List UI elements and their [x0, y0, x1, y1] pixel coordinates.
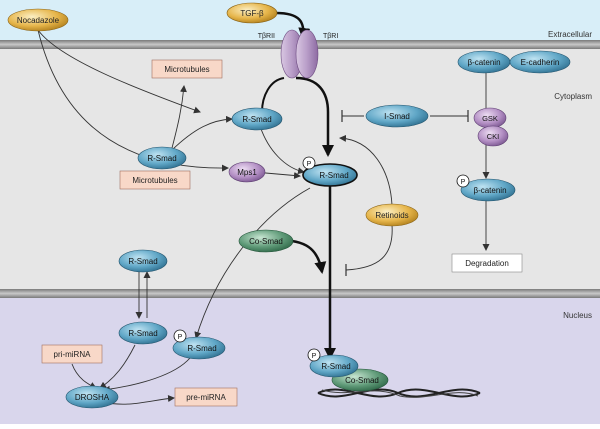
region-label-nucleus: Nucleus — [563, 311, 592, 320]
retinoids-node — [365, 203, 419, 227]
ismad-node — [365, 104, 429, 128]
microtubules-bottom-label: Microtubules — [132, 176, 177, 185]
edge-nocadazole-mps1 — [37, 29, 229, 172]
edge-retinoids-main — [339, 134, 393, 206]
beta-catenin-phospho-node — [460, 178, 516, 202]
rsmad-phospho-main-label: R-Smad — [319, 171, 348, 180]
rsmad-nuc-left-label: R-Smad — [128, 329, 157, 338]
pre-mirna-label: pre-miRNA — [186, 393, 226, 402]
rsmad-left-label: R-Smad — [147, 154, 176, 163]
tgfb-label: TGF-β — [240, 9, 264, 18]
rsmad-cyto-low-node — [118, 249, 168, 273]
degradation-box — [451, 253, 523, 273]
rsmad-left-node — [137, 146, 187, 170]
rsmad-dna-node — [309, 354, 359, 378]
receptor-tbri — [295, 29, 319, 79]
edge-rsmad-upper-phospho — [259, 125, 305, 175]
pre-mirna-box — [174, 387, 238, 407]
phospho-badge-nuclear-label: P — [178, 334, 183, 341]
rsmad-nuc-phospho-label: R-Smad — [187, 344, 216, 353]
drosha-label: DROSHA — [75, 393, 110, 402]
rsmad-upper-label: R-Smad — [242, 115, 271, 124]
phospho-badge-main — [302, 156, 316, 170]
pri-mirna-box — [41, 344, 103, 364]
cosmad-label: Co-Smad — [249, 237, 283, 246]
tgfb-node — [226, 2, 278, 24]
edge-retinoids-inhibit — [345, 224, 393, 271]
cosmad-dna-label: Co-Smad — [345, 376, 379, 385]
microtubules-top-box — [151, 59, 223, 79]
ismad-label: I-Smad — [384, 112, 410, 121]
beta-catenin-label: β-catenin — [467, 58, 500, 67]
phospho-badge-bcatenin — [456, 174, 470, 188]
phospho-badge-nuclear — [173, 329, 187, 343]
degradation-label: Degradation — [465, 259, 509, 268]
rsmad-nuc-left-node — [118, 321, 168, 345]
edge-nocadazole-rsmad-left — [37, 29, 201, 114]
rsmad-nuc-phospho-node — [172, 336, 226, 360]
phospho-badge-bcatenin-label: P — [461, 179, 466, 186]
receptor-label-tbri: TβRI — [323, 33, 338, 40]
nuclear-envelope — [0, 289, 600, 298]
rsmad-upper-node — [231, 107, 283, 131]
drosha-node — [65, 385, 119, 409]
rsmad-cyto-low-label: R-Smad — [128, 257, 157, 266]
cosmad-node — [238, 229, 294, 253]
rsmad-dna-label: R-Smad — [321, 362, 350, 371]
cki-node — [477, 125, 509, 147]
region-label-extracellular: Extracellular — [548, 30, 592, 39]
nocadazole-label: Nocadazole — [17, 16, 60, 25]
microtubules-top-label: Microtubules — [164, 65, 209, 74]
dna-strand-b — [317, 388, 481, 398]
e-cadherin-node — [509, 50, 571, 74]
edge-rsmad-microtubules — [171, 85, 187, 149]
phospho-badge-dna — [307, 348, 321, 362]
edge-rsmad-left-upper — [171, 115, 233, 151]
nocadazole-node — [7, 8, 69, 32]
edge-rsmad-drosha — [99, 344, 136, 389]
gsk-label: GSK — [482, 114, 498, 123]
mps1-node — [228, 161, 266, 183]
retinoids-label: Retinoids — [375, 211, 408, 220]
e-cadherin-label: E-cadherin — [521, 58, 560, 67]
beta-catenin-phospho-label: β-catenin — [473, 186, 506, 195]
region-label-cytoplasm: Cytoplasm — [554, 92, 592, 101]
rsmad-phospho-main-node — [302, 163, 358, 187]
mps1-label: Mps1 — [237, 168, 257, 177]
pri-mirna-label: pri-miRNA — [54, 350, 92, 359]
cki-label: CKI — [487, 132, 500, 141]
dna-strand-c — [321, 389, 479, 398]
receptor-label-tbrii: TβRII — [258, 33, 275, 40]
edge-receptor-main — [295, 76, 334, 157]
phospho-badge-dna-label: P — [312, 353, 317, 360]
edge-rsmadp-drosha — [103, 357, 191, 393]
phospho-badge-main-label: P — [307, 161, 312, 168]
microtubules-bottom-box — [119, 170, 191, 190]
